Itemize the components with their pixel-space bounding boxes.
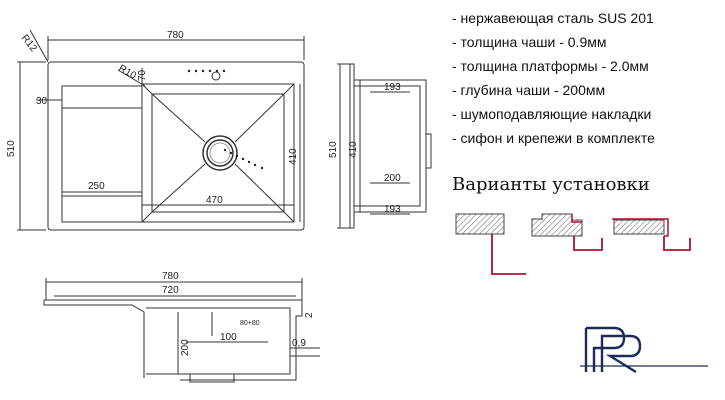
dim-bowl-width: 470 <box>206 195 223 206</box>
spec-bowl-thickness: - толщина чаши - 0.9мм <box>452 34 607 50</box>
top-view <box>17 29 305 231</box>
install-option-1 <box>455 213 526 275</box>
dim-platform-width: 250 <box>88 181 105 192</box>
section-dim-inner: 720 <box>162 285 179 296</box>
section-view-labels: 780 720 2 200 100 80+80 0,9 <box>162 271 315 356</box>
side-dim-bottom: 193 <box>384 204 401 215</box>
side-view <box>337 63 432 229</box>
side-dim-top: 193 <box>384 82 401 93</box>
overflow-holes <box>223 148 264 170</box>
dim-bowl-offset: 70 <box>137 69 148 81</box>
section-dim-overall: 780 <box>162 271 179 282</box>
spec-platform-thickness: - толщина платформы - 2.0мм <box>452 58 649 74</box>
spec-siphon: - сифон и крепежи в комплекте <box>452 130 655 146</box>
spec-material: - нержавеющая сталь SUS 201 <box>452 10 654 26</box>
bowl-outline <box>141 83 295 223</box>
dim-ledge-depth: 30 <box>36 96 48 107</box>
section-dim-thickness: 0,9 <box>292 338 306 349</box>
section-view <box>43 278 320 383</box>
bowl-inner <box>151 93 285 213</box>
side-rim <box>349 63 355 229</box>
side-dim-middle: 200 <box>384 173 401 184</box>
side-view-labels: 510 410 193 200 193 <box>328 82 401 215</box>
dim-inner-radius: R10 <box>117 63 139 82</box>
side-dim-height: 510 <box>328 141 339 158</box>
section-profile <box>43 299 303 381</box>
install-title: Варианты установки <box>452 174 650 195</box>
section-dim-rim: 2 <box>304 312 315 318</box>
dim-width: 780 <box>167 30 184 41</box>
dim-corner-radius: R12 <box>19 33 39 55</box>
install-option-3 <box>612 218 691 251</box>
tap-holes <box>187 69 226 73</box>
section-drain <box>189 373 235 383</box>
side-dim-bowl: 410 <box>348 141 359 158</box>
drain <box>202 135 238 171</box>
top-view-labels: 780 510 R12 R10 70 30 410 250 470 <box>6 30 299 206</box>
sink-outline <box>47 61 305 231</box>
install-option-2 <box>531 213 603 251</box>
dim-bowl-height: 410 <box>288 148 299 165</box>
section-dim-drain: 100 <box>220 332 237 343</box>
brand-logo <box>580 326 708 374</box>
spec-bowl-depth: - глубина чаши - 200мм <box>452 82 606 98</box>
section-dim-depth: 200 <box>180 339 191 356</box>
dim-height: 510 <box>6 140 17 157</box>
spec-noise-pads: - шумоподавляющие накладки <box>452 106 652 122</box>
section-drain-label: 80+80 <box>240 320 260 327</box>
platform-area <box>61 85 143 223</box>
